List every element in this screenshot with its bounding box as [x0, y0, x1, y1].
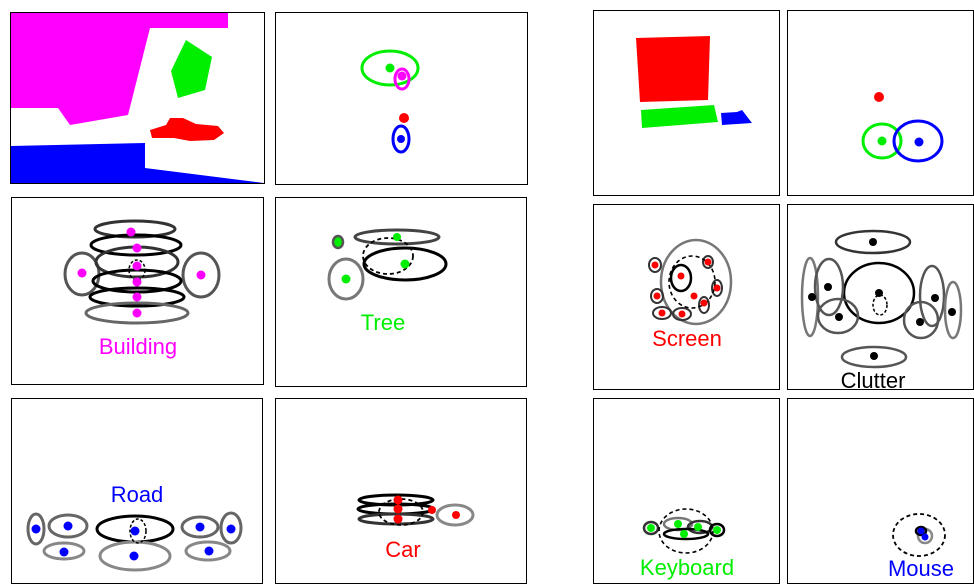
clutter-dot	[835, 313, 843, 321]
clutter-dot	[808, 293, 816, 301]
mouse-model: Mouse	[888, 514, 954, 581]
car-model: Car	[358, 495, 473, 562]
clutter-dot	[916, 318, 924, 326]
clutter-dot	[870, 352, 878, 360]
building-dot	[197, 271, 206, 280]
indoor-segmentation	[636, 36, 752, 128]
road-dot	[196, 523, 205, 532]
keyboard-dot	[694, 523, 702, 531]
screen-model: Screen	[649, 240, 731, 351]
tree-region	[171, 40, 212, 98]
screen-dot	[701, 300, 708, 307]
car-dot	[452, 511, 460, 519]
screen-dot	[691, 293, 698, 300]
building-dot	[78, 269, 87, 278]
keyboard-model: Keyboard	[640, 509, 734, 580]
mouse-region	[721, 110, 752, 125]
screen-centroid-dot	[874, 92, 884, 102]
screen-dot	[705, 259, 712, 266]
outdoor-segmentation	[11, 13, 264, 183]
road-dot	[64, 522, 73, 531]
car-dot	[394, 496, 403, 505]
building-centroid-dot	[398, 72, 407, 81]
road-dot	[130, 552, 139, 561]
car-dot	[394, 515, 403, 524]
car-region	[150, 118, 224, 141]
road-model: Road	[28, 482, 241, 570]
tree-dot	[393, 233, 401, 241]
keyboard-dot	[680, 530, 688, 538]
screen-label: Screen	[652, 326, 722, 351]
tree-ellipse	[333, 236, 343, 248]
car-centroid-dot	[399, 113, 409, 123]
mouse-centroid-dot	[915, 138, 924, 147]
building-label: Building	[99, 334, 177, 359]
road-region	[11, 143, 264, 183]
tree-centroid-dot	[386, 64, 395, 73]
car-label: Car	[385, 537, 420, 562]
building-dot	[133, 278, 142, 287]
keyboard-dot	[647, 524, 655, 532]
mouse-dot	[922, 534, 929, 541]
screen-dot	[654, 293, 661, 300]
screen-dot	[679, 311, 686, 318]
tree-dot	[401, 260, 410, 269]
clutter-dot	[931, 294, 939, 302]
road-dot	[205, 547, 214, 556]
screen-dot	[714, 285, 721, 292]
building-dot	[133, 309, 142, 318]
clutter-center-ellipse	[873, 295, 887, 315]
screen-dot	[678, 273, 685, 280]
tree-model: Tree	[329, 230, 446, 335]
keyboard-dot	[713, 526, 721, 534]
indoor-centroids	[863, 92, 942, 161]
road-dot	[60, 548, 69, 557]
road-dot	[32, 525, 41, 534]
clutter-dot	[869, 238, 877, 246]
mouse-dot	[918, 528, 925, 535]
building-dot	[133, 262, 142, 271]
tree-label: Tree	[361, 310, 405, 335]
car-dot	[428, 506, 436, 514]
building-dot	[133, 244, 142, 253]
screen-region	[636, 36, 710, 102]
clutter-dot	[824, 283, 832, 291]
outdoor-centroids	[362, 51, 418, 152]
keyboard-dot	[674, 520, 682, 528]
road-dot	[227, 525, 236, 534]
mouse-label: Mouse	[888, 556, 954, 581]
building-dot	[127, 228, 136, 237]
keyboard-label: Keyboard	[640, 555, 734, 580]
building-model: Building	[65, 221, 219, 359]
keyboard-region	[641, 105, 718, 128]
road-centroid-dot	[397, 135, 405, 143]
building-dot	[133, 293, 142, 302]
clutter-dot	[875, 289, 883, 297]
road-label: Road	[111, 482, 164, 507]
screen-dot	[659, 310, 666, 317]
clutter-dot	[948, 308, 956, 316]
keyboard-centroid-dot	[878, 137, 887, 146]
tree-dot	[342, 275, 351, 284]
clutter-label: Clutter	[841, 368, 906, 393]
clutter-model: Clutter	[802, 231, 961, 393]
car-dot	[394, 505, 403, 514]
screen-dot	[652, 262, 659, 269]
road-dot	[131, 527, 140, 536]
